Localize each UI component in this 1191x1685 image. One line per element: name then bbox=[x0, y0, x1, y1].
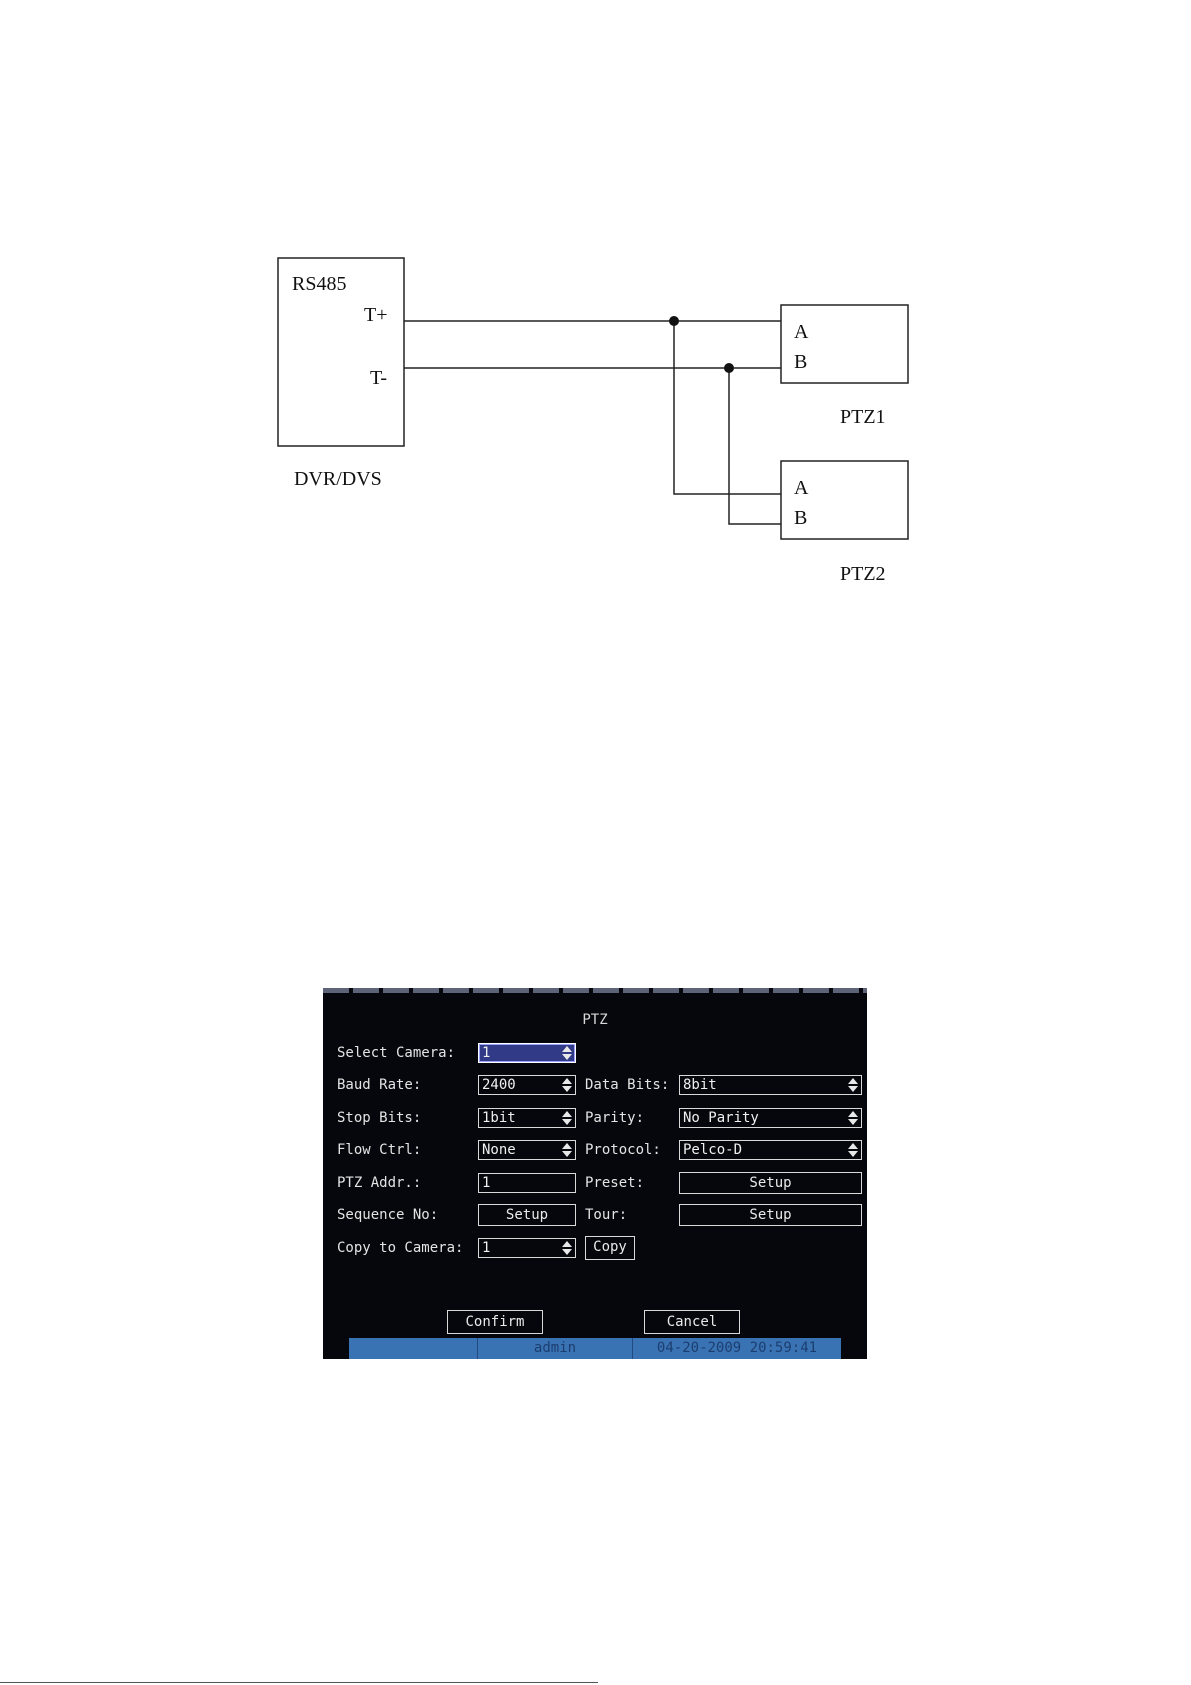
ptz2-a-label: A bbox=[794, 477, 809, 499]
stop-bits-label: Stop Bits: bbox=[337, 1107, 421, 1129]
baud-rate-value: 2400 bbox=[482, 1077, 516, 1093]
t-minus-label: T- bbox=[370, 367, 387, 389]
ptz-settings-dialog: PTZ Select Camera: 1 Baud Rate: 2400 Dat… bbox=[323, 988, 867, 1359]
updown-arrows-icon bbox=[848, 1111, 857, 1125]
updown-arrows-icon bbox=[562, 1078, 571, 1092]
updown-arrows-icon bbox=[848, 1143, 857, 1157]
sequence-no-label: Sequence No: bbox=[337, 1204, 438, 1226]
dialog-top-band bbox=[323, 988, 867, 993]
rs485-wiring-diagram: RS485 T+ T- DVR/DVS A B PTZ1 A B PTZ2 bbox=[0, 0, 1191, 620]
updown-arrows-icon bbox=[562, 1241, 571, 1255]
junction-b bbox=[724, 363, 734, 373]
ptz-addr-value: 1 bbox=[482, 1175, 490, 1191]
baud-rate-spinner[interactable]: 2400 bbox=[478, 1075, 576, 1095]
protocol-label: Protocol: bbox=[585, 1139, 661, 1161]
updown-arrows-icon bbox=[562, 1046, 571, 1060]
tour-label: Tour: bbox=[585, 1204, 627, 1226]
data-bits-value: 8bit bbox=[683, 1077, 717, 1093]
copy-to-camera-label: Copy to Camera: bbox=[337, 1237, 463, 1259]
branch-b-wire bbox=[729, 368, 781, 524]
protocol-value: Pelco-D bbox=[683, 1142, 742, 1158]
cancel-button[interactable]: Cancel bbox=[644, 1310, 740, 1334]
data-bits-label: Data Bits: bbox=[585, 1074, 669, 1096]
select-camera-spinner[interactable]: 1 bbox=[478, 1043, 576, 1063]
preset-setup-button[interactable]: Setup bbox=[679, 1172, 862, 1194]
copy-to-camera-spinner[interactable]: 1 bbox=[478, 1238, 576, 1258]
baud-rate-label: Baud Rate: bbox=[337, 1074, 421, 1096]
parity-spinner[interactable]: No Parity bbox=[679, 1108, 862, 1128]
data-bits-spinner[interactable]: 8bit bbox=[679, 1075, 862, 1095]
dvr-dvs-label: DVR/DVS bbox=[294, 468, 382, 490]
t-plus-label: T+ bbox=[364, 304, 388, 326]
branch-a-wire bbox=[674, 321, 781, 494]
ptz2-b-label: B bbox=[794, 507, 807, 529]
parity-value: No Parity bbox=[683, 1110, 759, 1126]
protocol-spinner[interactable]: Pelco-D bbox=[679, 1140, 862, 1160]
select-camera-value: 1 bbox=[482, 1045, 490, 1061]
updown-arrows-icon bbox=[562, 1143, 571, 1157]
status-user: admin bbox=[478, 1338, 632, 1359]
ptz1-label: PTZ1 bbox=[840, 406, 886, 428]
updown-arrows-icon bbox=[562, 1111, 571, 1125]
ptz-addr-label: PTZ Addr.: bbox=[337, 1172, 421, 1194]
ptz-addr-input[interactable]: 1 bbox=[478, 1173, 576, 1193]
flow-ctrl-value: None bbox=[482, 1142, 516, 1158]
sequence-setup-button[interactable]: Setup bbox=[478, 1204, 576, 1226]
parity-label: Parity: bbox=[585, 1107, 644, 1129]
stop-bits-value: 1bit bbox=[482, 1110, 516, 1126]
ptz1-a-label: A bbox=[794, 321, 809, 343]
select-camera-label: Select Camera: bbox=[337, 1042, 455, 1064]
copy-button[interactable]: Copy bbox=[585, 1236, 635, 1260]
ptz1-b-label: B bbox=[794, 351, 807, 373]
footer-rule bbox=[0, 1682, 598, 1683]
flow-ctrl-label: Flow Ctrl: bbox=[337, 1139, 421, 1161]
updown-arrows-icon bbox=[848, 1078, 857, 1092]
status-bar: admin 04-20-2009 20:59:41 bbox=[349, 1338, 841, 1359]
ptz2-label: PTZ2 bbox=[840, 563, 886, 585]
stop-bits-spinner[interactable]: 1bit bbox=[478, 1108, 576, 1128]
rs485-label: RS485 bbox=[292, 273, 346, 295]
preset-label: Preset: bbox=[585, 1172, 644, 1194]
confirm-button[interactable]: Confirm bbox=[447, 1310, 543, 1334]
dialog-title: PTZ bbox=[323, 1012, 867, 1028]
status-datetime: 04-20-2009 20:59:41 bbox=[633, 1338, 841, 1359]
junction-a bbox=[669, 316, 679, 326]
copy-to-camera-value: 1 bbox=[482, 1240, 490, 1256]
flow-ctrl-spinner[interactable]: None bbox=[478, 1140, 576, 1160]
tour-setup-button[interactable]: Setup bbox=[679, 1204, 862, 1226]
